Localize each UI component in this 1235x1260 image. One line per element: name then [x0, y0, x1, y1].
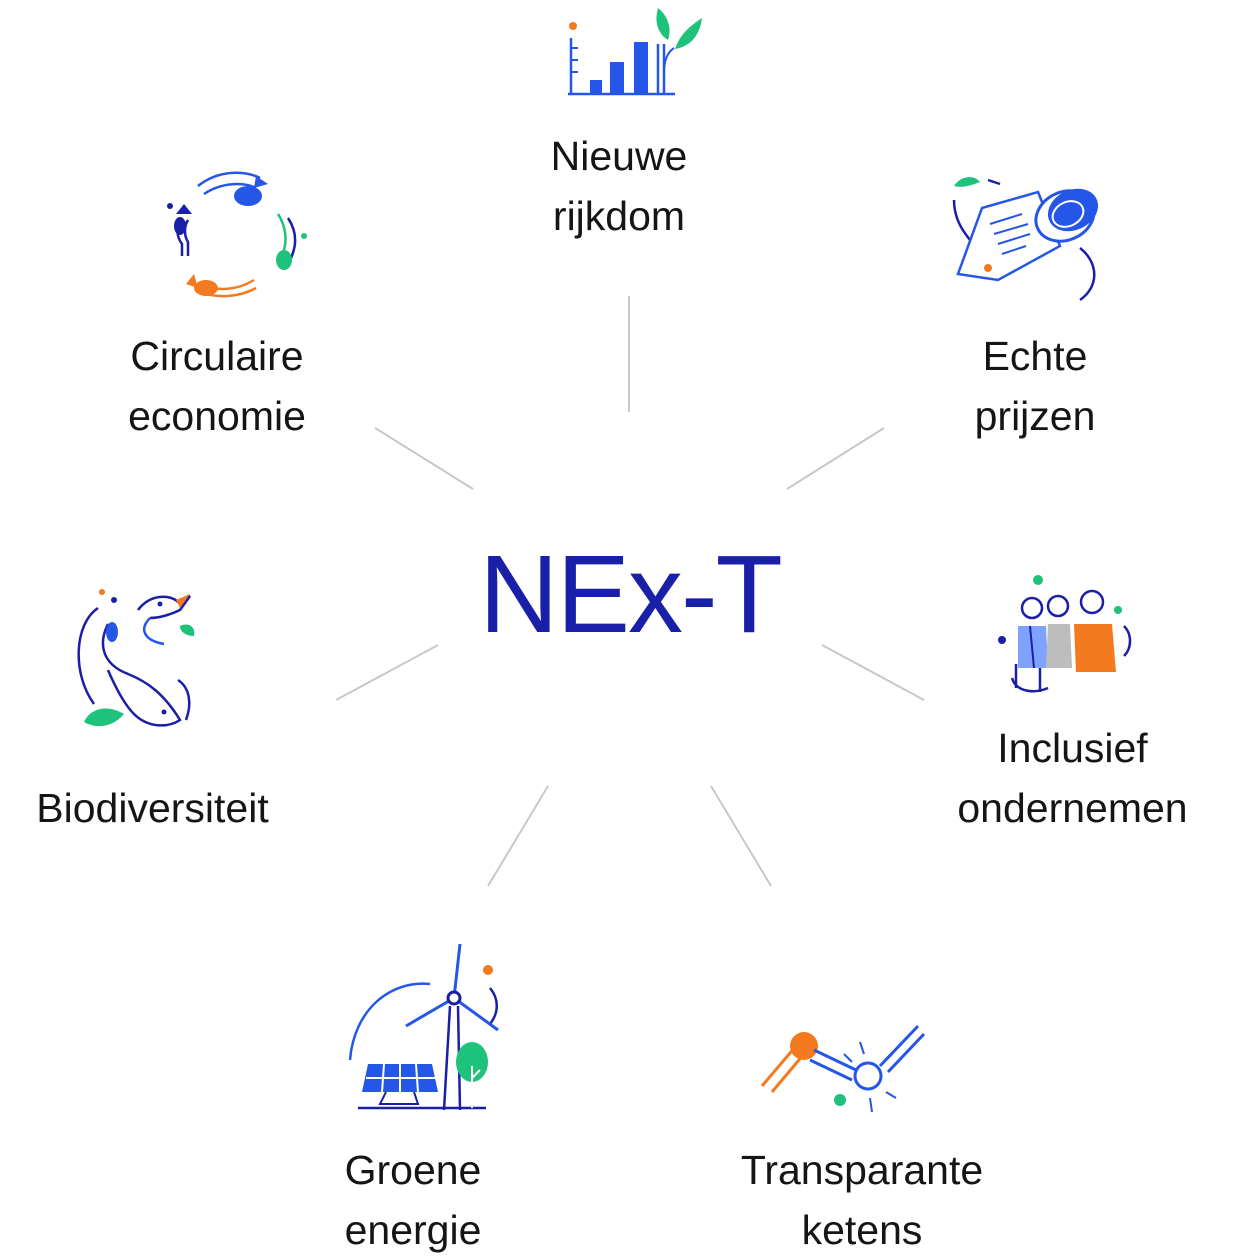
bar-chart-plant-icon: [568, 8, 702, 96]
bird-fish-icon: [77, 589, 195, 727]
coin-document-icon: [952, 177, 1099, 302]
wind-solar-icon: [348, 943, 499, 1111]
theme-label: Biodiversiteit: [36, 785, 269, 831]
connector-line: [374, 427, 474, 490]
chain-link-icon: [760, 1024, 926, 1113]
connector-line: [487, 785, 549, 887]
connector-line: [821, 644, 925, 701]
connector-line: [786, 427, 885, 490]
center-title: NEx-T: [479, 533, 783, 656]
circular-arrows-icon: [167, 171, 307, 298]
connector-line: [710, 785, 772, 887]
connector-line: [335, 644, 439, 701]
people-group-icon: [998, 575, 1132, 693]
